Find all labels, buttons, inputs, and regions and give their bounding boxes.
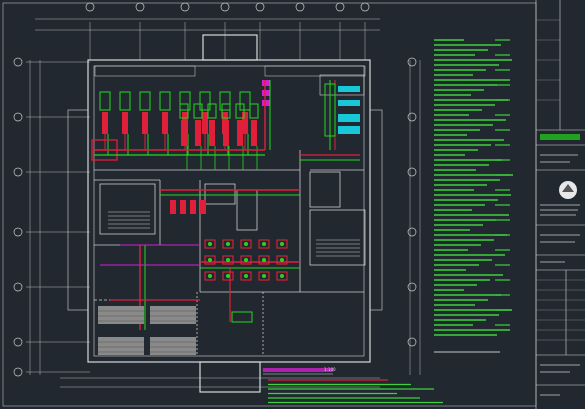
pump [204,271,216,281]
pump [231,311,253,323]
heat-pump-unit [139,91,151,155]
right-dimension-chain [409,60,421,375]
pump [276,255,288,265]
design-notes-block [434,39,513,353]
company-logo-icon [559,181,577,199]
pump [276,271,288,281]
valve-manifold [262,90,270,96]
heat-pump-unit [239,91,251,155]
title-block-rows [536,19,585,341]
pump [276,239,288,249]
title-block-text-lines [540,154,580,396]
pump [204,255,216,265]
pump [240,239,252,249]
pump-cluster [170,200,288,323]
drawing-title-block: 1:100 [263,367,336,375]
pump [258,271,270,281]
left-grid-bubbles [13,57,23,377]
heat-pump-unit [249,103,259,170]
right-grid-bubbles [407,57,417,347]
pump [222,271,234,281]
water-treatment-equipment [324,83,360,137]
heat-pump-unit [99,91,111,155]
bottom-dimension-chain [60,377,380,388]
pump [170,200,176,214]
pump [258,239,270,249]
valve-manifold [262,100,270,106]
left-dimension-chain [26,60,90,375]
pump [190,200,196,214]
staircase-right [316,239,360,257]
title-block-highlight [540,134,580,140]
pump [240,271,252,281]
pump [222,239,234,249]
chiller-units [98,306,196,355]
heat-pump-unit [119,91,131,155]
title-block-frame [535,0,585,409]
interior-partitions [94,150,366,356]
heat-pump-unit [207,103,217,170]
heat-pump-unit [199,91,211,155]
pump [240,255,252,265]
staircase-left [108,211,150,229]
valve-manifold [262,80,270,86]
bottom-notes-block [268,379,443,404]
top-dimension-chain [35,18,380,60]
pump [200,200,206,214]
pump [180,200,186,214]
chiller-unit-grilles [98,310,196,353]
pump [204,239,216,249]
pump [258,255,270,265]
top-grid-bubbles [85,2,370,12]
heat-pump-unit [193,103,203,170]
building-walls [67,34,383,393]
pump [222,255,234,265]
heat-pump-unit [159,91,171,155]
equipment-units-group [91,80,270,170]
drawing-scale-label: 1:100 [324,367,336,372]
